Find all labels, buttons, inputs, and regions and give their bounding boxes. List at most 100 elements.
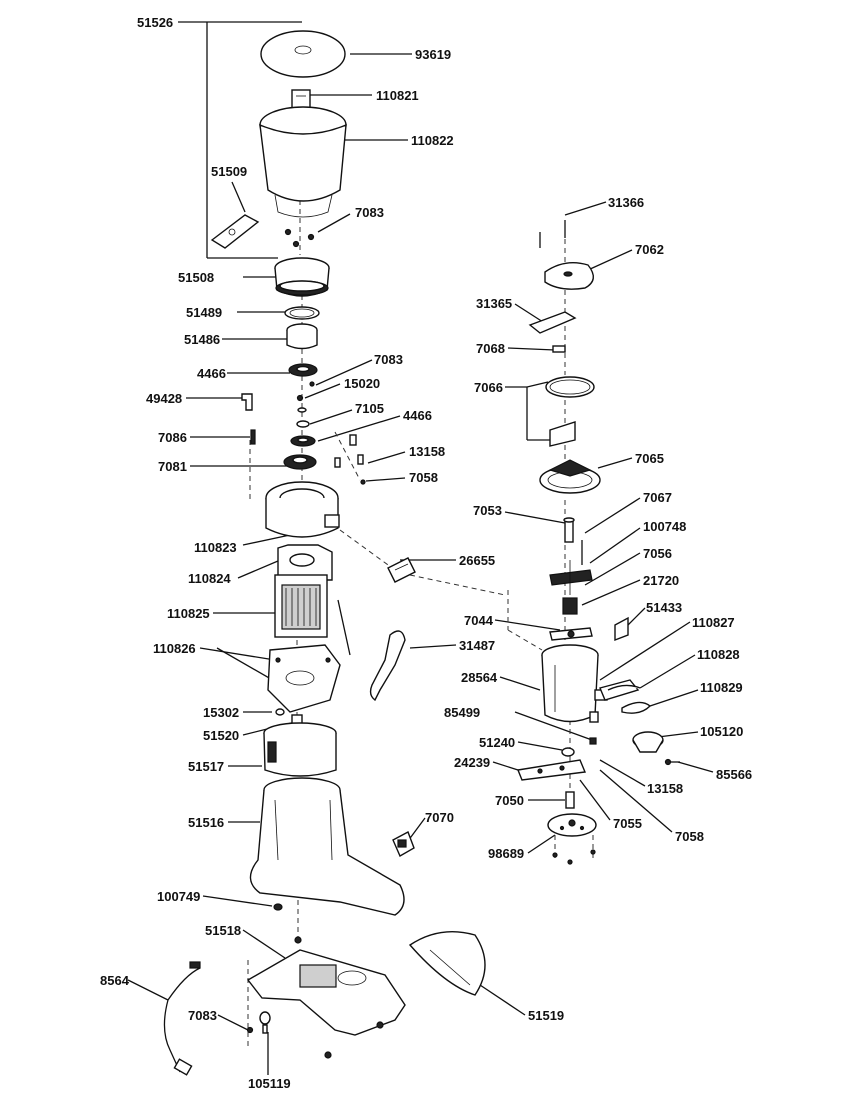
- label-98689: 98689: [488, 846, 524, 861]
- label-110826: 110826: [153, 641, 196, 656]
- o-ring-51489: [284, 306, 320, 320]
- hopper-slide-51509: [210, 214, 260, 249]
- bracket-31365: [528, 311, 577, 334]
- lever-24239: [517, 759, 586, 781]
- motor-base-110826: [267, 644, 341, 713]
- label-51486: 51486: [184, 332, 220, 347]
- foot-100749: [273, 903, 283, 911]
- label-51520: 51520: [203, 728, 239, 743]
- label-7044: 7044: [464, 613, 494, 628]
- label-13158-b: 13158: [647, 781, 683, 796]
- label-7068: 7068: [476, 341, 505, 356]
- label-85566: 85566: [716, 767, 752, 782]
- base-housing-51516: [249, 777, 405, 916]
- label-110828: 110828: [697, 647, 740, 662]
- spring-21720: [562, 597, 578, 615]
- switch-26655: [387, 557, 416, 583]
- label-49428: 49428: [146, 391, 182, 406]
- label-28564: 28564: [461, 670, 498, 685]
- label-7070: 7070: [425, 810, 454, 825]
- label-4466-a: 4466: [197, 366, 226, 381]
- label-100749: 100749: [157, 889, 200, 904]
- label-51526: 51526: [137, 15, 173, 30]
- band-7066: [545, 376, 595, 447]
- label-51517: 51517: [188, 759, 224, 774]
- label-110825: 110825: [167, 606, 210, 621]
- screw-85566: [664, 758, 680, 766]
- label-7105: 7105: [355, 401, 384, 416]
- label-51240: 51240: [479, 735, 515, 750]
- label-31365: 31365: [476, 296, 512, 311]
- part-number-labels: 51526 93619 110821 110822 51509 7083 515…: [100, 15, 752, 1091]
- burr-7081: [283, 454, 317, 470]
- label-51433: 51433: [646, 600, 682, 615]
- shaft-7050: [565, 791, 575, 809]
- label-7083-a: 7083: [355, 205, 384, 220]
- label-24239: 24239: [454, 755, 490, 770]
- label-105119: 105119: [248, 1076, 291, 1091]
- label-51509: 51509: [211, 164, 247, 179]
- adjustment-collar-51508: [274, 257, 330, 297]
- label-85499: 85499: [444, 705, 480, 720]
- label-110821: 110821: [376, 88, 419, 103]
- bottom-plate-51518: [246, 936, 406, 1059]
- deflector-110829: [621, 701, 652, 714]
- hopper-110822: [259, 106, 347, 218]
- motor-110825: [274, 574, 351, 656]
- label-7058-b: 7058: [675, 829, 704, 844]
- burr-carrier-51486: [286, 323, 318, 350]
- label-21720: 21720: [643, 573, 679, 588]
- clip-7068: [552, 345, 566, 353]
- label-8564: 8564: [100, 973, 130, 988]
- bearing-4466-top: [288, 363, 318, 377]
- label-7062: 7062: [635, 242, 664, 257]
- clip-51433: [614, 616, 629, 642]
- hopper-lid-93619: [260, 30, 346, 78]
- small-fasteners-upper: [290, 381, 366, 485]
- spring-51240: [561, 747, 575, 757]
- blade-7044: [549, 627, 593, 641]
- label-110823: 110823: [194, 540, 237, 555]
- chute-110827: [599, 679, 640, 701]
- screws-7083-top: [284, 228, 315, 248]
- blade-100748: [549, 560, 593, 595]
- label-7056: 7056: [643, 546, 672, 561]
- flap-110828: [607, 684, 641, 691]
- label-7050: 7050: [495, 793, 524, 808]
- label-51508: 51508: [178, 270, 214, 285]
- leader-lines: [127, 21, 714, 1075]
- label-105120: 105120: [700, 724, 743, 739]
- label-7055: 7055: [613, 816, 642, 831]
- label-7058-a: 7058: [409, 470, 438, 485]
- label-110827: 110827: [692, 615, 735, 630]
- cable-31487: [369, 630, 406, 702]
- label-7053: 7053: [473, 503, 502, 518]
- grind-chamber-110823: [265, 481, 340, 538]
- label-51519: 51519: [528, 1008, 564, 1023]
- label-15020: 15020: [344, 376, 380, 391]
- label-51489: 51489: [186, 305, 222, 320]
- disc-98689: [547, 813, 597, 865]
- label-93619: 93619: [415, 47, 451, 62]
- body-28564: [541, 644, 608, 723]
- label-110829: 110829: [700, 680, 743, 695]
- label-110822: 110822: [411, 133, 454, 148]
- label-7083-c: 7083: [188, 1008, 217, 1023]
- screw-7083-bottom: [246, 1026, 254, 1034]
- label-100748: 100748: [643, 519, 686, 534]
- label-51516: 51516: [188, 815, 224, 830]
- bolt-49428: [241, 393, 253, 411]
- screw-15302: [275, 708, 285, 716]
- lid-7062: [544, 262, 594, 290]
- foot-105119: [259, 1011, 271, 1034]
- screws-31366: [539, 220, 566, 248]
- label-7066: 7066: [474, 380, 503, 395]
- label-7065: 7065: [635, 451, 664, 466]
- shaft-7053: [563, 517, 575, 543]
- knob-105120: [632, 731, 664, 753]
- label-4466-b: 4466: [403, 408, 432, 423]
- power-cord-8564: [163, 961, 201, 1076]
- pin-85499: [589, 737, 597, 745]
